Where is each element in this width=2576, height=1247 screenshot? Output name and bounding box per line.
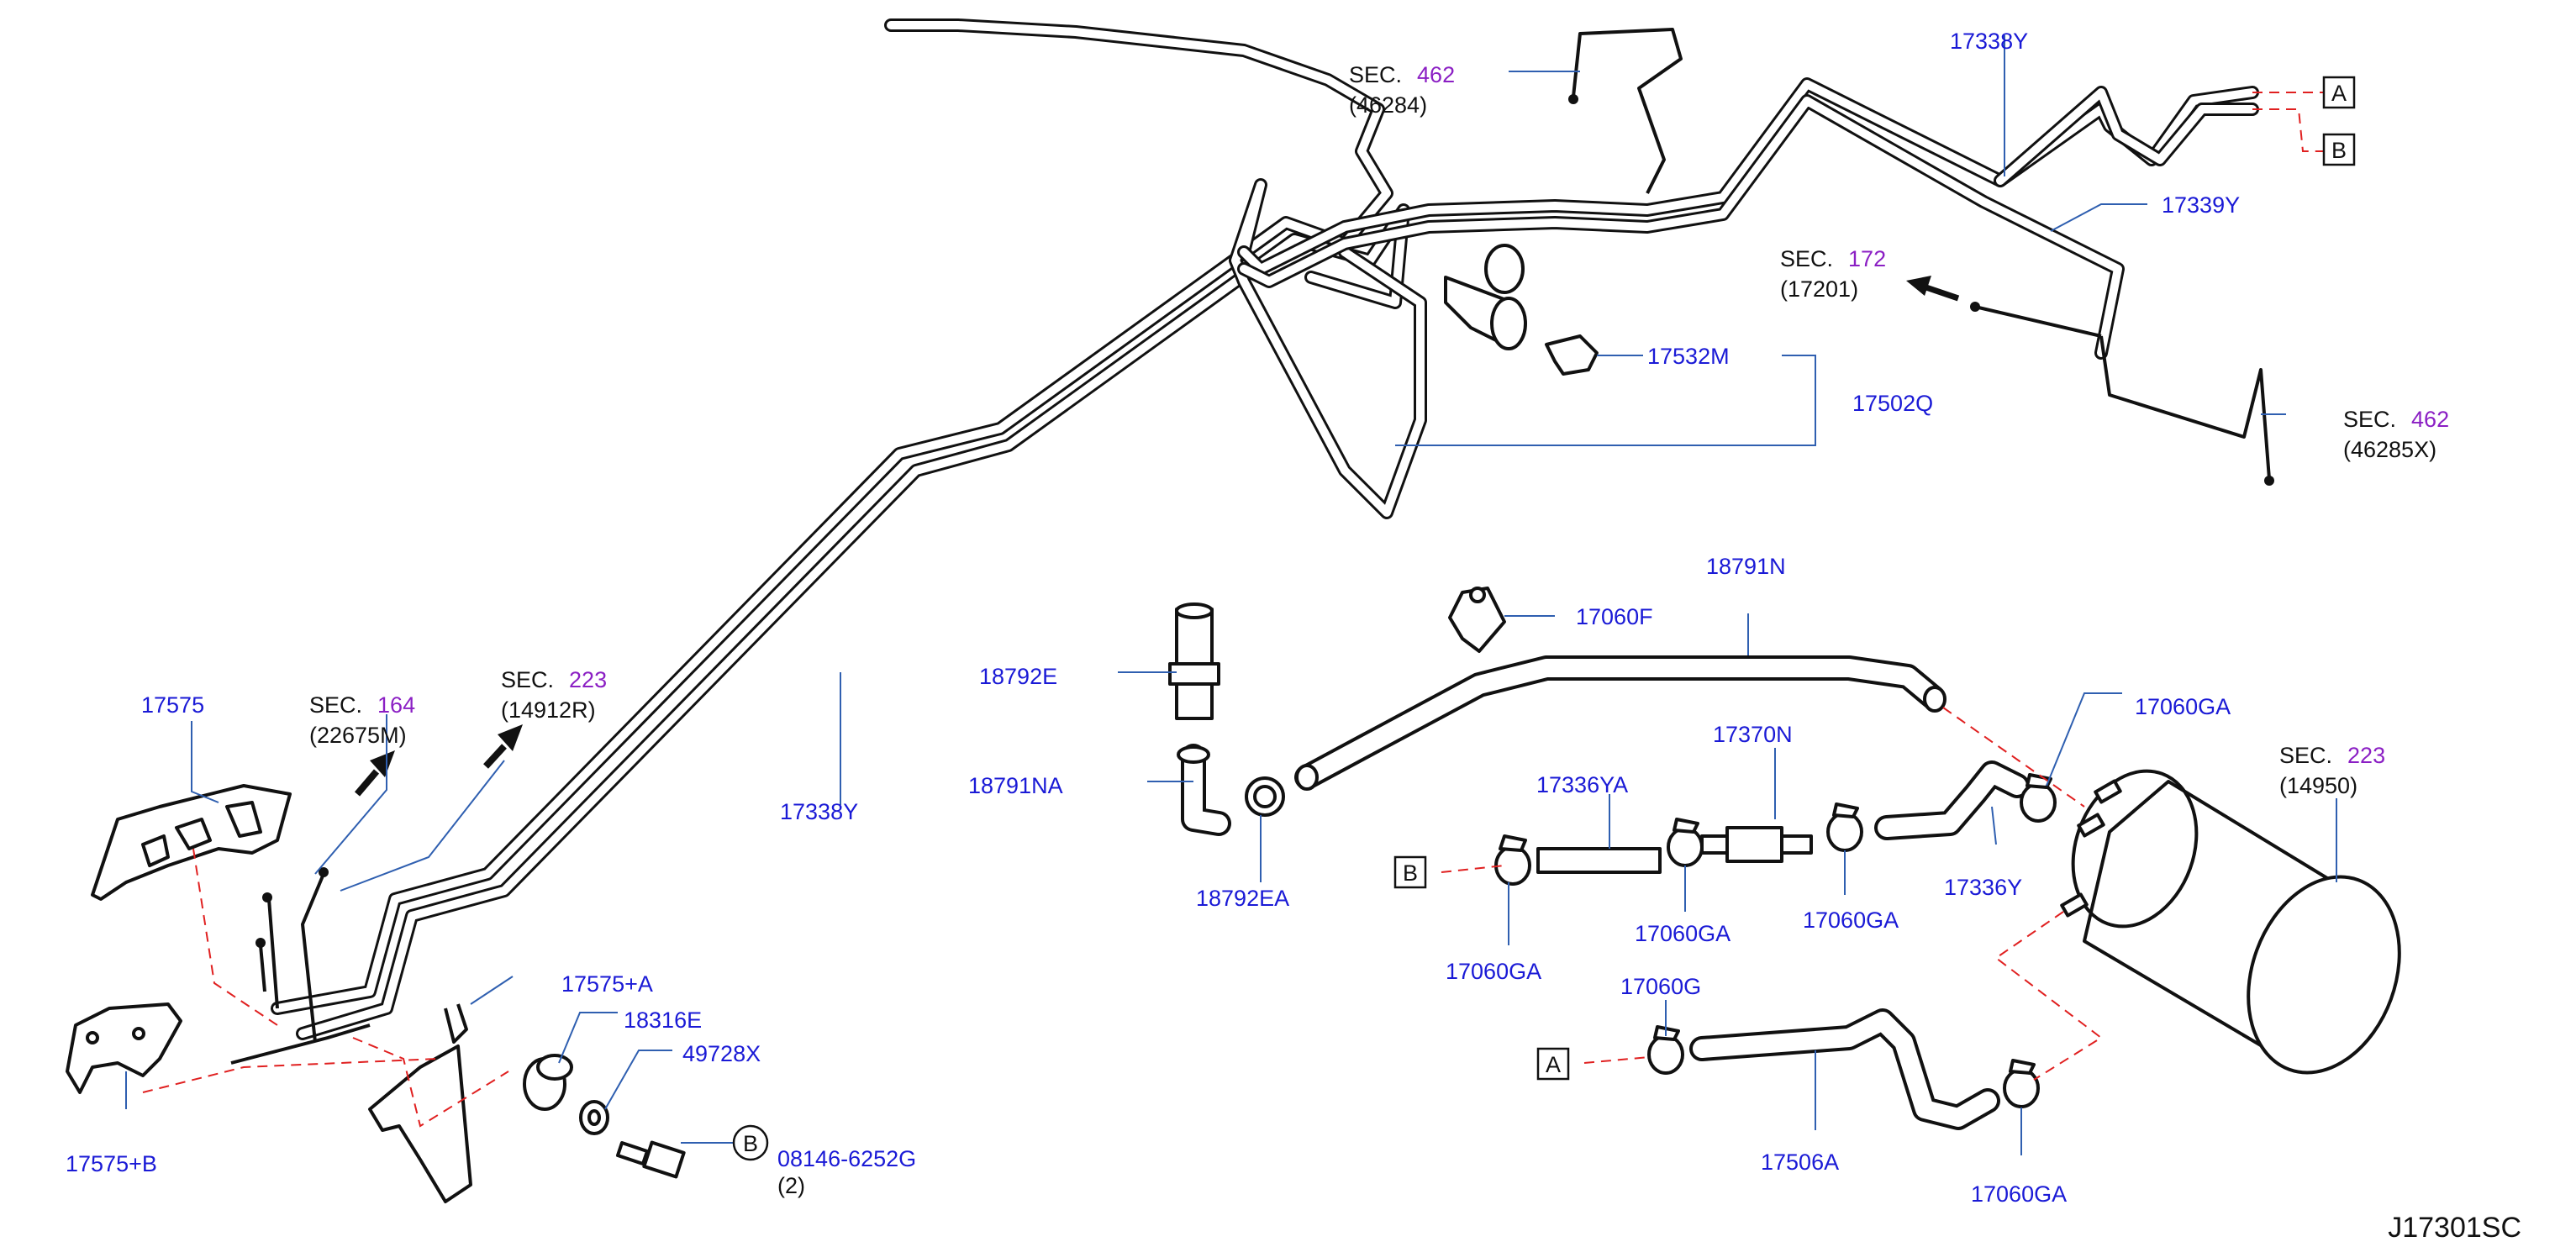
svg-text:SEC.172: SEC.172: [1780, 246, 1886, 271]
svg-text:B: B: [2331, 138, 2347, 163]
bolt-08146-6252G: [616, 1140, 686, 1179]
svg-text:SEC.223: SEC.223: [501, 667, 607, 692]
sec-462-46285X: SEC.462 (46285X): [2343, 407, 2449, 462]
clamp-17060GA-left: [1494, 834, 1531, 886]
svg-text:B: B: [743, 1131, 758, 1156]
label-18792E: 18792E: [979, 664, 1057, 689]
connection-dashes: [142, 92, 2324, 1128]
connector-circle-b-bolt: B: [732, 1124, 769, 1161]
leader-lines: [125, 35, 2337, 1155]
svg-text:B: B: [1403, 860, 1418, 886]
label-17338Y-mid: 17338Y: [780, 799, 858, 824]
label-17060GA-b2: 17060GA: [1803, 908, 1899, 933]
retainer-clip: [1545, 334, 1599, 376]
label-17575A: 17575+A: [561, 971, 653, 997]
svg-text:SEC.462: SEC.462: [1349, 62, 1455, 87]
svg-text:SEC.164: SEC.164: [309, 692, 415, 718]
clamp-17060GA-top: [2020, 773, 2057, 823]
hose-17336YA: [1536, 847, 1662, 874]
label-17370N: 17370N: [1713, 722, 1793, 747]
sec-223-14950: SEC.223 (14950): [2279, 743, 2385, 798]
label-08146-6252G: 08146-6252G: [777, 1146, 916, 1171]
valve-17370N: [1700, 826, 1813, 863]
label-17060G: 17060G: [1620, 974, 1701, 999]
label-17502Q: 17502Q: [1852, 391, 1933, 416]
connector-box-b-top: B: [2322, 133, 2356, 166]
hose-18791NA: [1177, 744, 1231, 836]
label-18316E: 18316E: [624, 1008, 702, 1033]
arrow-sec164: [354, 750, 395, 797]
bracket-17575B: [66, 1002, 182, 1094]
quick-connector: [1444, 244, 1527, 350]
clip-17060F: [1448, 587, 1506, 653]
svg-text:(17201): (17201): [1780, 276, 1858, 302]
sec-172-17201: SEC.172 (17201): [1780, 246, 1886, 302]
sec-462-46284: SEC.462 (46284): [1349, 62, 1455, 118]
pipe-18792E: [1168, 602, 1220, 720]
label-18792EA: 18792EA: [1196, 886, 1289, 911]
label-17532M: 17532M: [1647, 344, 1730, 369]
svg-text:SEC.462: SEC.462: [2343, 407, 2449, 432]
hose-17506A: [1689, 1008, 2000, 1130]
grommet-18792EA: [1245, 776, 1285, 817]
svg-text:(46284): (46284): [1349, 92, 1427, 118]
label-17060GA-top: 17060GA: [2135, 694, 2231, 719]
canister: [2060, 769, 2401, 1075]
bracket-17575: [91, 784, 292, 901]
hose-18791N: [1294, 655, 1946, 791]
sec-223-14912R: SEC.223 (14912R): [501, 667, 607, 723]
label-49728X: 49728X: [682, 1041, 761, 1066]
label-17336Y: 17336Y: [1944, 875, 2022, 900]
label-17338Y-top: 17338Y: [1950, 29, 2028, 54]
svg-text:(46285X): (46285X): [2343, 437, 2436, 462]
diagram-code: J17301SC: [2388, 1212, 2521, 1244]
label-17336YA: 17336YA: [1536, 772, 1628, 797]
label-17060GA-b1: 17060GA: [1635, 921, 1731, 946]
thin-lines: [230, 28, 2274, 1065]
label-18791N: 18791N: [1706, 554, 1786, 579]
label-17060GA-bottom: 17060GA: [1971, 1181, 2067, 1207]
svg-text:A: A: [2331, 81, 2347, 106]
connector-box-b-left: B: [1393, 855, 1427, 889]
hose-17336Y: [1874, 760, 2030, 840]
svg-text:(22675M): (22675M): [309, 723, 407, 748]
label-17339Y: 17339Y: [2162, 192, 2240, 218]
connector-box-a-top: A: [2322, 76, 2356, 109]
label-17575: 17575: [141, 692, 204, 718]
connector-box-a-bottom: A: [1536, 1047, 1570, 1081]
arrow-sec223: [483, 724, 523, 769]
clamp-17060GA-mid2: [1826, 802, 1863, 852]
label-17060GA-b3: 17060GA: [1446, 959, 1541, 984]
label-bolt-qty: (2): [777, 1173, 805, 1198]
svg-text:SEC.223: SEC.223: [2279, 743, 2385, 768]
bracket-17575A: [368, 1003, 472, 1203]
washer-49728X: [579, 1100, 609, 1135]
svg-text:(14912R): (14912R): [501, 697, 596, 723]
label-17060F: 17060F: [1576, 604, 1653, 629]
svg-text:(14950): (14950): [2279, 773, 2357, 798]
label-17575B: 17575+B: [66, 1151, 157, 1176]
main-fuel-tube-17338Y: [271, 18, 2259, 1040]
label-17506A: 17506A: [1761, 1150, 1839, 1175]
svg-text:A: A: [1546, 1052, 1561, 1077]
clamp-17060GA-mid1: [1667, 818, 1704, 867]
bushing-18316E: [523, 1054, 573, 1111]
sec-164-22675M: SEC.164 (22675M): [309, 692, 415, 748]
clamp-17060GA-bottom: [2003, 1059, 2040, 1108]
label-18791NA: 18791NA: [968, 773, 1063, 798]
